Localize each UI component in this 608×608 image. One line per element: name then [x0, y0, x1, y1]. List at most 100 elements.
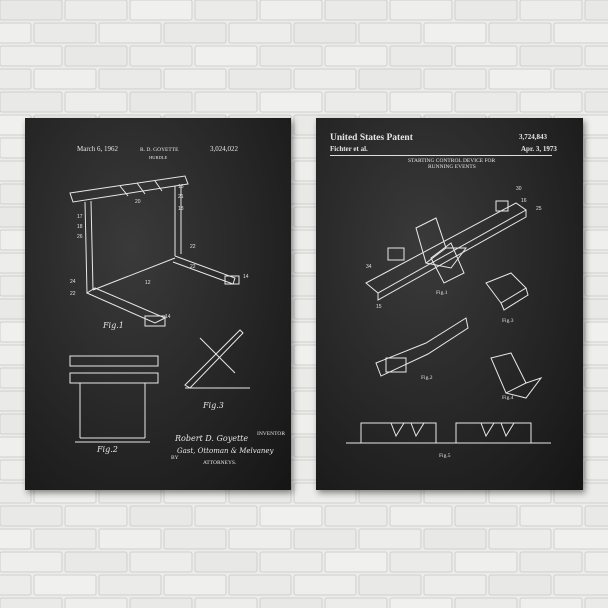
fig-4-label: Fig.4 [502, 395, 514, 401]
svg-text:22: 22 [190, 244, 196, 250]
brick [358, 22, 422, 44]
brick [259, 45, 323, 67]
starting-block-patent-poster: United States Patent Fichter et al. 3,72… [316, 118, 583, 490]
brick [0, 551, 63, 573]
brick [129, 91, 193, 113]
brick [228, 574, 292, 596]
brick [454, 551, 518, 573]
brick [389, 91, 453, 113]
svg-text:14: 14 [165, 314, 171, 320]
brick [228, 68, 292, 90]
brick [0, 528, 32, 550]
brick [584, 45, 608, 67]
brick [488, 68, 552, 90]
brick [194, 597, 258, 608]
brick [519, 597, 583, 608]
brick [584, 183, 608, 205]
brick [194, 551, 258, 573]
brick [194, 0, 258, 21]
brick [584, 597, 608, 608]
inventor-name: R. D. GOYETTE [140, 147, 179, 153]
fig-3-label: Fig.3 [203, 401, 224, 410]
brick [64, 597, 128, 608]
svg-text:24: 24 [70, 279, 76, 285]
brick [553, 528, 608, 550]
brick [324, 0, 388, 21]
brick [389, 505, 453, 527]
svg-text:16: 16 [521, 198, 527, 204]
brick [454, 0, 518, 21]
brick [519, 91, 583, 113]
brick [259, 551, 323, 573]
brick [389, 0, 453, 21]
brick [98, 574, 162, 596]
brick [64, 551, 128, 573]
brick [0, 45, 63, 67]
brick [228, 528, 292, 550]
brick [98, 68, 162, 90]
brick [64, 505, 128, 527]
brick [293, 68, 357, 90]
brick [584, 321, 608, 343]
svg-text:22: 22 [70, 291, 76, 297]
svg-text:30: 30 [516, 186, 522, 192]
brick [33, 574, 97, 596]
brick [0, 505, 63, 527]
hurdle-patent-poster: March 6, 1962 R. D. GOYETTE HURDLE 3,024… [25, 118, 291, 490]
svg-text:14: 14 [243, 274, 249, 280]
brick [324, 551, 388, 573]
fig-5-label: Fig.5 [439, 453, 451, 459]
brick [389, 597, 453, 608]
brick [423, 574, 487, 596]
brick [358, 68, 422, 90]
inventor-label: INVENTOR [257, 431, 286, 437]
svg-text:21: 21 [178, 194, 184, 200]
brick [259, 597, 323, 608]
brick [519, 45, 583, 67]
svg-text:16: 16 [178, 184, 184, 190]
brick [358, 528, 422, 550]
fig-2-label: Fig.2 [97, 445, 118, 454]
patent-header: United States Patent [330, 133, 413, 143]
patent-title-line2: RUNNING EVENTS [428, 164, 476, 170]
brick [324, 597, 388, 608]
brick [259, 505, 323, 527]
brick [129, 45, 193, 67]
fig-1-label: Fig.1 [436, 290, 448, 296]
inventor-signature: Robert D. Goyette [175, 434, 249, 443]
header-rule [330, 155, 552, 156]
svg-text:12: 12 [145, 280, 151, 286]
fig-1-label: Fig.1 [103, 321, 124, 330]
brick [423, 68, 487, 90]
fig-2-label: Fig.2 [421, 375, 433, 381]
brick [423, 528, 487, 550]
brick [33, 528, 97, 550]
brick [553, 22, 608, 44]
svg-text:18: 18 [77, 224, 83, 230]
brick [454, 45, 518, 67]
brick [553, 574, 608, 596]
brick [358, 574, 422, 596]
brick [194, 505, 258, 527]
brick [454, 597, 518, 608]
fig-3-label: Fig.3 [502, 318, 514, 324]
hurdle-crossbar [69, 175, 189, 203]
patent-title-line1: STARTING CONTROL DEVICE FOR [408, 158, 496, 164]
brick [584, 551, 608, 573]
brick [98, 22, 162, 44]
brick [488, 574, 552, 596]
brick [293, 574, 357, 596]
brick [163, 528, 227, 550]
brick [0, 22, 32, 44]
brick [64, 45, 128, 67]
brick [519, 505, 583, 527]
brick [454, 505, 518, 527]
brick [163, 574, 227, 596]
brick [259, 91, 323, 113]
brick [423, 22, 487, 44]
attorney-signature: Gast, Ottoman & Melvaney [177, 447, 274, 455]
brick [228, 22, 292, 44]
brick [584, 459, 608, 481]
